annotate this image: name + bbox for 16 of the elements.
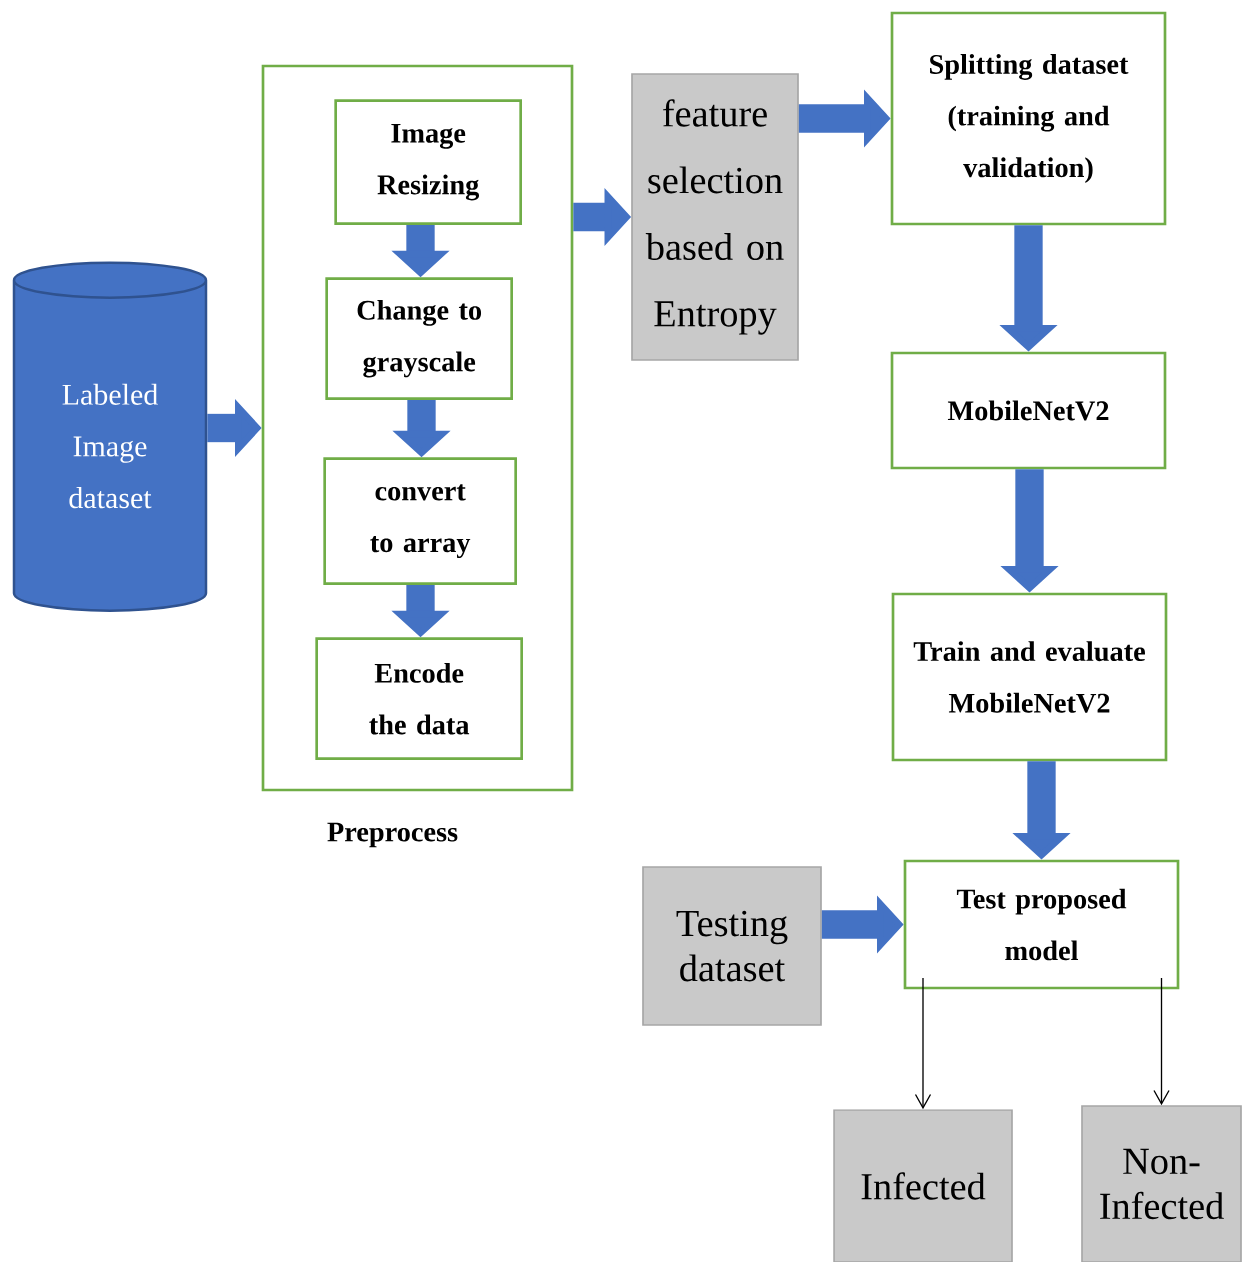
- process-box: convert to array: [323, 457, 517, 585]
- group-label: Preprocess: [327, 822, 458, 848]
- process-box: Image Resizing: [334, 99, 522, 225]
- process-box: Encode the data: [315, 637, 523, 760]
- data-box: Testing dataset: [642, 866, 822, 1026]
- arrow: [914, 977, 932, 1110]
- data-box: feature selection based on Entropy: [631, 73, 799, 361]
- process-box: Test proposed model: [903, 859, 1180, 990]
- process-box: Train and evaluate MobileNetV2: [891, 592, 1168, 762]
- data-box: Non-Infected: [1081, 1105, 1242, 1262]
- process-box: MobileNetV2: [890, 351, 1167, 470]
- database-cylinder: Labeled Image dataset: [12, 261, 208, 612]
- data-box: Infected: [833, 1109, 1013, 1262]
- process-box: Splitting dataset (training and validation): [890, 11, 1167, 226]
- process-box: Change to grayscale: [325, 277, 513, 400]
- arrow: [1153, 977, 1170, 1106]
